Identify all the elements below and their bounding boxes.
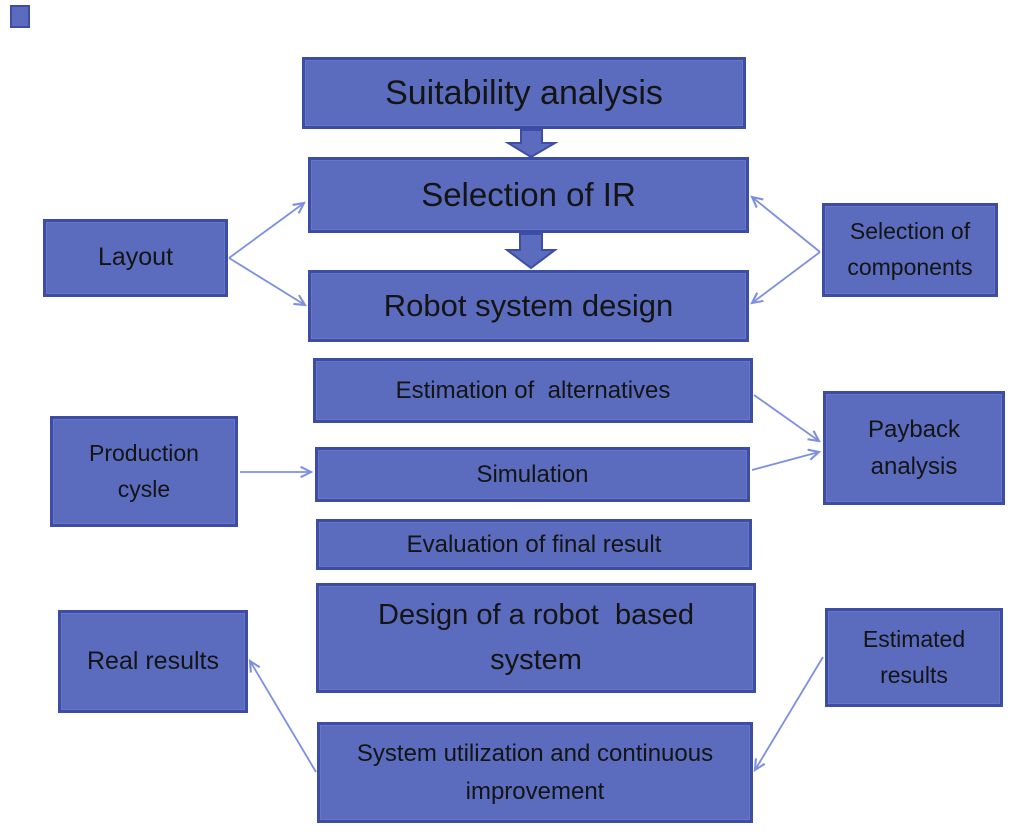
label-line-1: Selection of (849, 218, 971, 245)
node-label: Estimation of alternatives (395, 376, 671, 404)
node-label: Production cysle (89, 436, 199, 507)
label-line-2: components (847, 254, 973, 280)
arrow-components-to-selection-ir (752, 197, 821, 253)
node-selection-of-ir: Selection of IR (308, 157, 749, 233)
node-label: Simulation (476, 460, 589, 488)
label-line-2: analysis (870, 453, 958, 480)
node-estimation-of-alternatives: Estimation of alternatives (313, 358, 753, 423)
node-label: Selection of components (847, 214, 972, 285)
node-payback-analysis: Payback analysis (823, 391, 1005, 505)
node-real-results: Real results (58, 610, 248, 713)
label-line-1: Estimated (862, 625, 966, 652)
arrow-estimated-to-utilization (755, 656, 824, 770)
arrow-layout-to-robot-design (228, 257, 305, 305)
node-label: Suitability analysis (385, 73, 663, 112)
arrow-simulation-to-payback (751, 452, 819, 471)
arrow-utilization-to-real-results (250, 661, 317, 773)
label-line-2: improvement (465, 777, 605, 805)
label-line-2: results (880, 661, 948, 688)
node-selection-of-components: Selection of components (822, 203, 998, 297)
node-label: Evaluation of final result (406, 530, 662, 558)
node-evaluation-of-final-result: Evaluation of final result (316, 519, 752, 570)
label-line-1: Design of a robot based (378, 599, 694, 632)
node-label: Real results (87, 646, 219, 675)
node-production-cycle: Production cysle (50, 416, 238, 527)
down-block-arrow-icon (504, 233, 558, 270)
node-label: Design of a robot based system (378, 593, 694, 683)
arrow-layout-to-selection-ir (228, 203, 304, 259)
node-design-of-robot-based-system: Design of a robot based system (316, 583, 756, 693)
label-line-1: Production (89, 439, 199, 466)
label-line-1: System utilization and continuous (356, 740, 714, 768)
node-label: System utilization and continuous improve… (357, 735, 713, 809)
label-line-1: Payback (867, 415, 961, 443)
node-suitability-analysis: Suitability analysis (302, 57, 746, 129)
down-block-arrow-icon (504, 129, 559, 159)
arrow-estimation-to-payback (753, 394, 819, 441)
arrow-components-to-robot-design (752, 251, 821, 303)
node-label: Estimated results (863, 622, 965, 693)
label-line-2: system (490, 644, 582, 676)
node-label: Layout (97, 243, 174, 272)
label-line-2: cysle (117, 475, 171, 502)
stray-square-shape (10, 5, 30, 28)
node-system-utilization-improvement: System utilization and continuous improve… (317, 722, 753, 823)
node-label: Selection of IR (421, 176, 636, 214)
node-robot-system-design: Robot system design (308, 270, 749, 342)
node-layout: Layout (43, 219, 228, 297)
node-label: Payback analysis (868, 411, 960, 485)
node-label: Robot system design (383, 287, 674, 323)
node-simulation: Simulation (315, 447, 750, 502)
node-estimated-results: Estimated results (825, 608, 1003, 707)
